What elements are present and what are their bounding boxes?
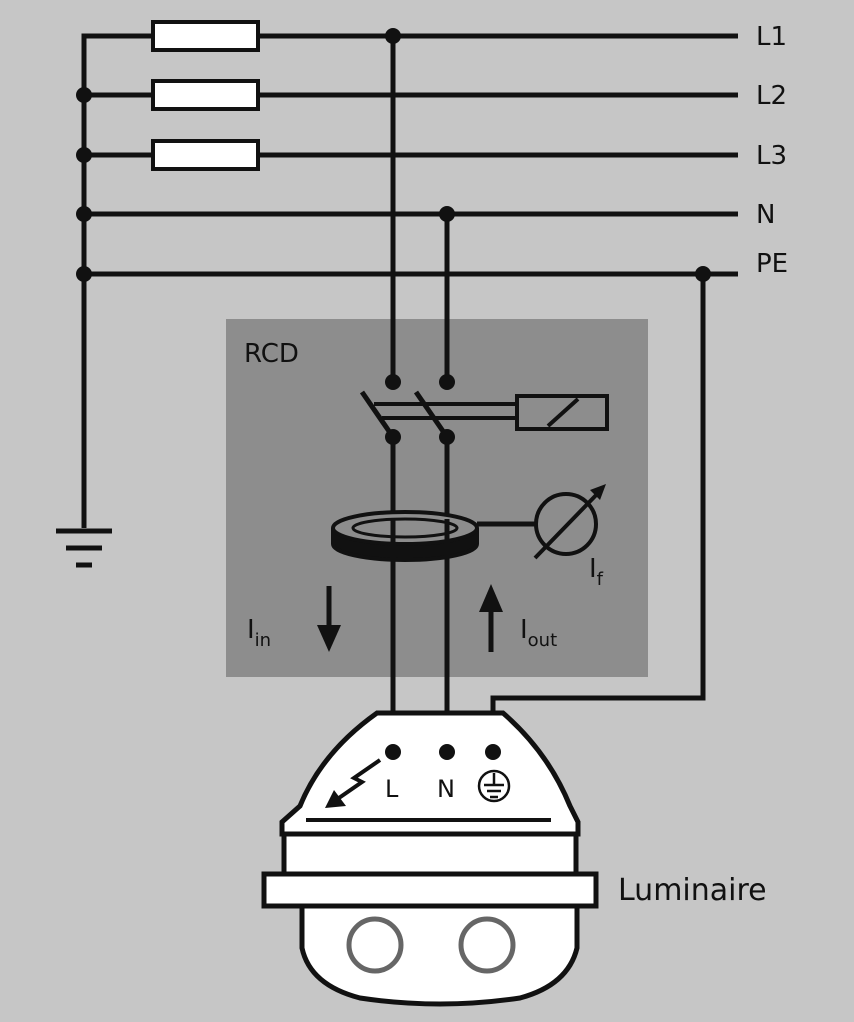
switch-contacts <box>359 390 450 439</box>
luminaire-lens-left <box>346 916 404 974</box>
label-l2: L2 <box>756 81 787 111</box>
label-current-fault: If <box>589 554 604 590</box>
junctions-top <box>385 28 711 390</box>
rcd-label: RCD <box>244 339 299 369</box>
resistor-l3 <box>151 139 260 171</box>
ground-icon <box>56 528 112 568</box>
resistor-l1 <box>151 20 260 52</box>
rcd-box <box>226 319 648 677</box>
resistor-l2 <box>151 79 260 111</box>
terminal-label-l: L <box>385 775 399 803</box>
junctions-left <box>76 87 92 282</box>
luminaire-label: Luminaire <box>618 873 767 908</box>
conductor-lines <box>84 33 738 277</box>
arrow-up-icon <box>479 584 503 652</box>
luminaire <box>261 710 599 1007</box>
arrow-down-icon <box>317 586 341 652</box>
fault-lightning-icon <box>325 758 382 808</box>
label-pe: PE <box>756 249 788 279</box>
label-current-in: Iin <box>247 615 271 651</box>
label-n: N <box>756 200 775 230</box>
left-bus <box>81 33 153 528</box>
terminal-label-n: N <box>437 775 455 803</box>
resistor-icon <box>151 20 260 52</box>
luminaire-terminals <box>385 744 501 760</box>
rcd-feed-lines <box>390 36 450 382</box>
resistor-icon <box>151 139 260 171</box>
meter-icon <box>533 484 606 560</box>
label-current-out: Iout <box>520 615 557 651</box>
trip-coil-icon <box>515 394 609 431</box>
luminaire-collar <box>281 831 579 877</box>
label-l1: L1 <box>756 22 787 52</box>
resistor-icon <box>151 79 260 111</box>
trip-linkage <box>374 402 517 420</box>
luminaire-dome <box>279 710 581 837</box>
rcd-output-lines <box>390 437 450 752</box>
protective-earth-icon <box>477 769 511 803</box>
luminaire-mounting-band <box>261 871 599 909</box>
luminaire-lower-shell <box>299 899 580 1007</box>
label-l3: L3 <box>756 141 787 171</box>
luminaire-lens-right <box>458 916 516 974</box>
current-transformer-icon <box>331 510 479 562</box>
